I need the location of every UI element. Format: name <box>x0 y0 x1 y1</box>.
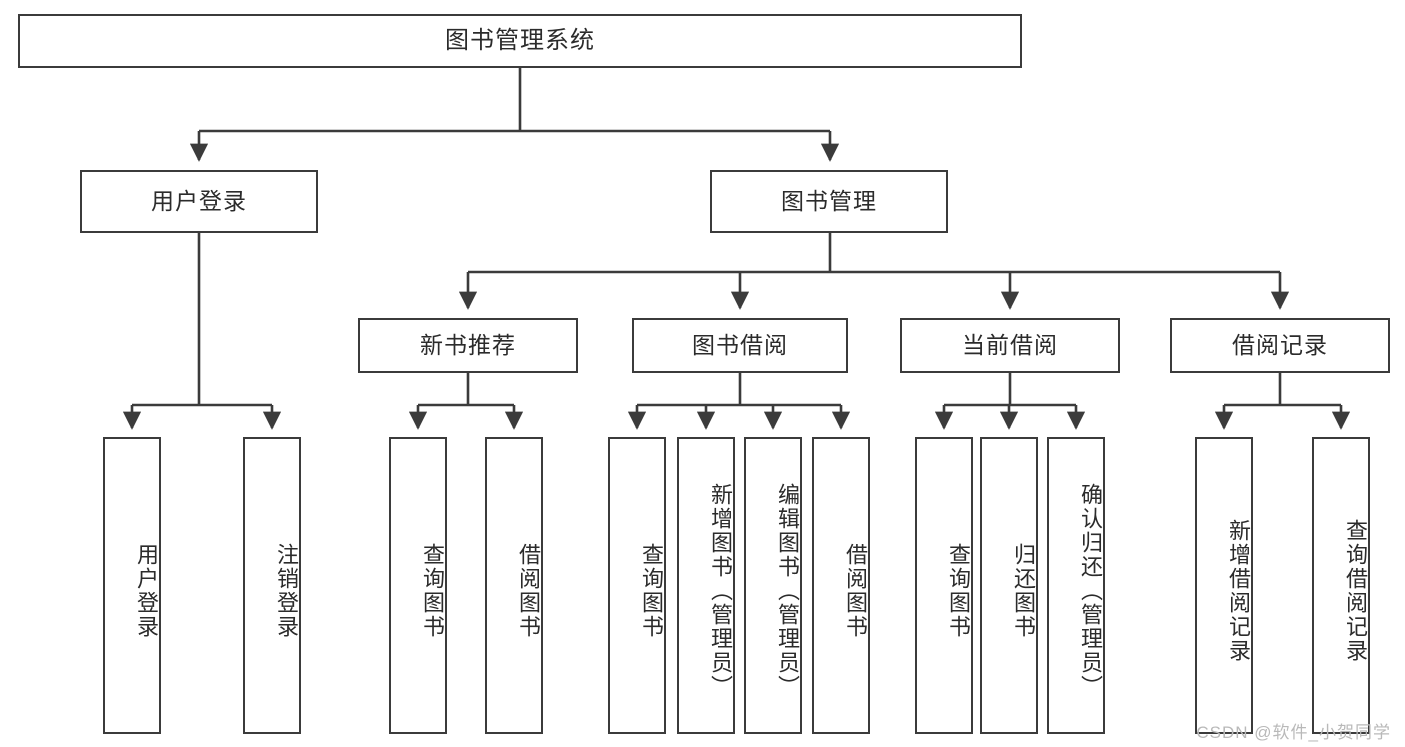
leaf-current-borrow-query-books[interactable]: 查询图书 <box>915 437 973 734</box>
node-label: 借阅记录 <box>1232 331 1328 358</box>
leaf-book-borrow-query-books[interactable]: 查询图书 <box>608 437 666 734</box>
node-label: 当前借阅 <box>962 331 1058 358</box>
node-borrow-record[interactable]: 借阅记录 <box>1170 318 1390 373</box>
leaf-borrow-record-add-record[interactable]: 新增借阅记录 <box>1195 437 1253 734</box>
node-label: 新增图书（管理员） <box>708 482 733 699</box>
node-new-book-recommend[interactable]: 新书推荐 <box>358 318 578 373</box>
node-label: 新增借阅记录 <box>1226 518 1251 663</box>
node-current-borrow[interactable]: 当前借阅 <box>900 318 1120 373</box>
node-label: 查询图书 <box>946 542 971 639</box>
node-label: 归还图书 <box>1011 542 1036 639</box>
node-label: 图书管理 <box>781 187 877 214</box>
node-label: 用户登录 <box>134 542 159 639</box>
leaf-user-login-signin[interactable]: 用户登录 <box>103 437 161 734</box>
node-user-login[interactable]: 用户登录 <box>80 170 318 233</box>
node-label: 查询借阅记录 <box>1343 518 1368 663</box>
node-label: 确认归还（管理员） <box>1078 482 1103 699</box>
leaf-user-login-signout[interactable]: 注销登录 <box>243 437 301 734</box>
node-root-book-management-system[interactable]: 图书管理系统 <box>18 14 1022 68</box>
node-book-borrow[interactable]: 图书借阅 <box>632 318 848 373</box>
leaf-book-borrow-borrow-books[interactable]: 借阅图书 <box>812 437 870 734</box>
node-label: 注销登录 <box>274 542 299 639</box>
leaf-new-book-query-books[interactable]: 查询图书 <box>389 437 447 734</box>
leaf-new-book-borrow-books[interactable]: 借阅图书 <box>485 437 543 734</box>
node-label: 图书管理系统 <box>445 26 595 54</box>
node-label: 借阅图书 <box>516 542 541 639</box>
leaf-current-borrow-confirm-return-admin[interactable]: 确认归还（管理员） <box>1047 437 1105 734</box>
leaf-current-borrow-return-books[interactable]: 归还图书 <box>980 437 1038 734</box>
node-label: 图书借阅 <box>692 331 788 358</box>
node-label: 借阅图书 <box>843 542 868 639</box>
leaf-borrow-record-query-record[interactable]: 查询借阅记录 <box>1312 437 1370 734</box>
leaf-book-borrow-edit-book-admin[interactable]: 编辑图书（管理员） <box>744 437 802 734</box>
node-label: 新书推荐 <box>420 331 516 358</box>
node-label: 查询图书 <box>420 542 445 639</box>
node-book-management[interactable]: 图书管理 <box>710 170 948 233</box>
node-label: 用户登录 <box>151 187 247 214</box>
csdn-watermark: CSDN @软件_小贺同学 <box>1196 723 1391 742</box>
node-label: 编辑图书（管理员） <box>775 482 800 699</box>
node-label: 查询图书 <box>639 542 664 639</box>
leaf-book-borrow-add-book-admin[interactable]: 新增图书（管理员） <box>677 437 735 734</box>
